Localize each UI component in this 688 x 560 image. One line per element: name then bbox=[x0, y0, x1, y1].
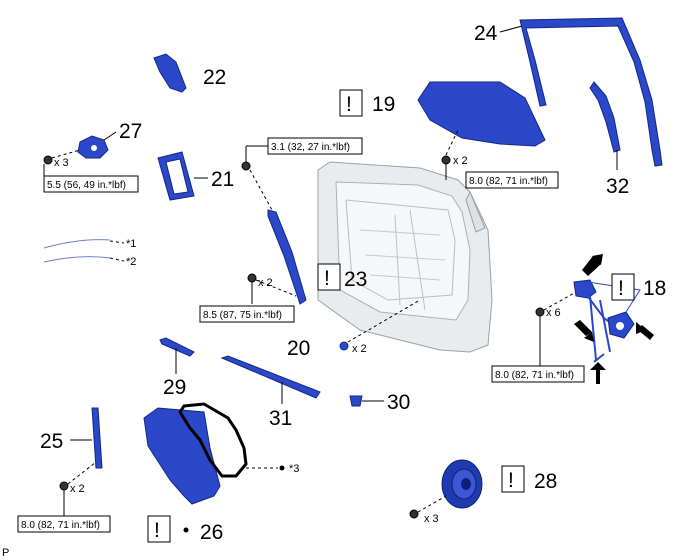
svg-text:*3: *3 bbox=[289, 463, 299, 475]
callout-22: 22 bbox=[203, 66, 226, 89]
svg-text:x 2: x 2 bbox=[453, 155, 468, 167]
part-31: 31 bbox=[220, 355, 321, 430]
part-18: ! 18 x 6 8.0 (82, 71 in.*lbf) bbox=[491, 254, 666, 384]
svg-text:*2: *2 bbox=[126, 256, 136, 268]
part-22: 22 bbox=[153, 53, 226, 93]
part-28: x 3 ! 28 bbox=[409, 459, 557, 525]
callout-25: 25 bbox=[40, 430, 63, 453]
torque-box-25 bbox=[17, 515, 111, 533]
callout-21: 21 bbox=[211, 168, 234, 191]
svg-text:x 3: x 3 bbox=[54, 157, 69, 169]
callout-28: 28 bbox=[534, 470, 557, 493]
caution-icon-28 bbox=[501, 465, 525, 493]
svg-text:x 2: x 2 bbox=[258, 277, 273, 289]
caution-icon-19 bbox=[339, 89, 363, 117]
callout-32: 32 bbox=[606, 175, 629, 198]
svg-text:5.5 (56, 49 in.*lbf): 5.5 (56, 49 in.*lbf) bbox=[47, 180, 126, 191]
torque-box-27 bbox=[43, 175, 139, 193]
callout-24: 24 bbox=[474, 22, 498, 45]
svg-text:8.5 (87, 75 in.*lbf): 8.5 (87, 75 in.*lbf) bbox=[203, 310, 282, 321]
corner-mark: P bbox=[2, 547, 9, 559]
svg-text:x 2: x 2 bbox=[70, 483, 85, 495]
callout-26: 26 bbox=[200, 521, 223, 544]
part-26: *3 ! 26 bbox=[143, 402, 299, 544]
svg-text:*1: *1 bbox=[126, 238, 136, 250]
callout-31: 31 bbox=[269, 407, 292, 430]
bolt-19: x 2 8.0 (82, 71 in.*lbf) bbox=[441, 129, 559, 189]
part-21: 21 bbox=[157, 151, 234, 201]
svg-text:8.0 (82, 71 in.*lbf): 8.0 (82, 71 in.*lbf) bbox=[495, 370, 574, 381]
part-19: ! 19 bbox=[339, 81, 546, 147]
svg-text:x 2: x 2 bbox=[352, 343, 367, 355]
callout-20: 20 bbox=[287, 337, 310, 360]
callout-29: 29 bbox=[163, 376, 186, 399]
caution-icon-23 bbox=[317, 263, 341, 291]
torque-box-18 bbox=[491, 365, 585, 383]
part-27: 27 x 3 5.5 (56, 49 in.*lbf) bbox=[43, 120, 142, 193]
callout-19: 19 bbox=[372, 93, 395, 116]
svg-text:x 3: x 3 bbox=[424, 513, 439, 525]
part-32: 32 bbox=[589, 81, 629, 198]
callout-23: 23 bbox=[344, 268, 367, 291]
part-30: 30 bbox=[349, 391, 410, 414]
part-29: 29 bbox=[159, 337, 195, 399]
part-24: 24 bbox=[474, 17, 663, 167]
rear-door-panel bbox=[317, 161, 493, 353]
callout-27: 27 bbox=[119, 120, 142, 143]
part-20: 20 x 2 bbox=[287, 299, 421, 360]
svg-text:x 6: x 6 bbox=[546, 307, 561, 319]
callout-30: 30 bbox=[387, 391, 410, 414]
svg-text:8.0 (82, 71 in.*lbf): 8.0 (82, 71 in.*lbf) bbox=[21, 520, 100, 531]
torque-box-23b bbox=[199, 305, 295, 323]
svg-text:8.0 (82, 71 in.*lbf): 8.0 (82, 71 in.*lbf) bbox=[469, 176, 548, 187]
svg-text:!: ! bbox=[154, 519, 160, 542]
svg-text:!: ! bbox=[324, 267, 330, 290]
caution-icon-26 bbox=[147, 515, 171, 543]
torque-box-19 bbox=[465, 171, 559, 189]
callout-18: 18 bbox=[643, 277, 666, 300]
part-23: 3.1 (32, 27 in.*lbf) x 2 8.5 (87, 75 in.… bbox=[199, 137, 367, 323]
svg-text:!: ! bbox=[346, 93, 352, 116]
svg-text:!: ! bbox=[618, 277, 624, 300]
svg-text:3.1 (32, 27 in.*lbf): 3.1 (32, 27 in.*lbf) bbox=[271, 142, 350, 153]
svg-text:!: ! bbox=[508, 469, 514, 492]
caution-icon-18 bbox=[611, 273, 635, 301]
part-25: 25 x 2 8.0 (82, 71 in.*lbf) bbox=[17, 407, 111, 533]
wire-notes: *1 *2 bbox=[43, 238, 136, 268]
